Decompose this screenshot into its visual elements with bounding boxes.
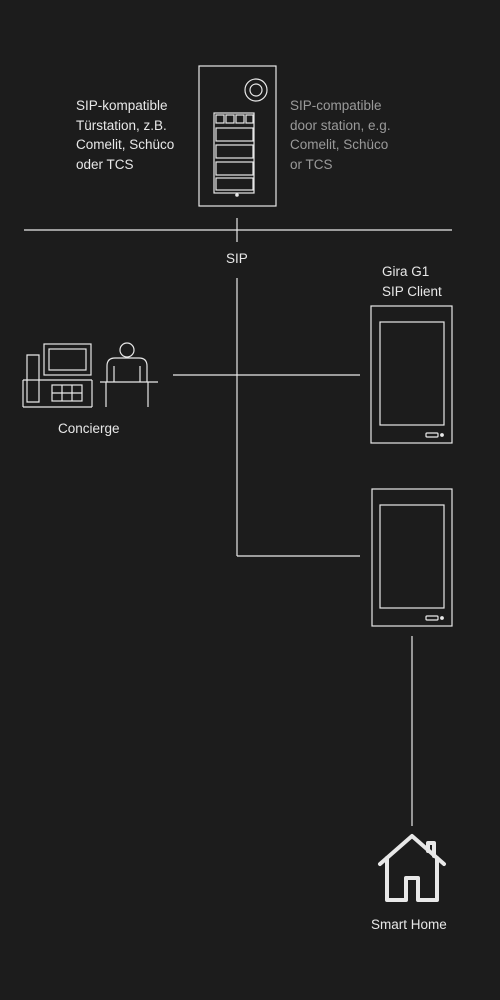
sip-label: SIP [226,249,248,269]
door-station-label-en-line: or TCS [290,156,333,172]
door-station-label-en-line: Comelit, Schüco [290,137,389,152]
concierge-label-text: Concierge [58,421,120,436]
door-station-label-en-line: door station, e.g. [290,117,391,133]
gira-g1-label-line: Gira G1 [382,264,430,279]
door-station-label-en-line: SIP-compatible [290,98,382,113]
gira-g1-panel-lower-icon [371,488,453,627]
house-icon [378,834,446,902]
sip-label-text: SIP [226,251,248,266]
door-station-label-de-line: Comelit, Schüco [76,137,175,152]
door-station-icon [198,65,277,207]
door-station-label-en: SIP-compatible door station, e.g. Comeli… [290,96,391,174]
connection-lines [24,218,452,826]
concierge-label: Concierge [58,419,120,439]
door-station-label-de-line: Türstation, z.B. [76,117,167,133]
gira-g1-panel-icon [370,305,453,444]
concierge-desk-icon [22,342,158,408]
gira-g1-label: Gira G1 SIP Client [382,262,442,301]
door-station-label-de: SIP-kompatible Türstation, z.B. Comelit,… [76,96,174,174]
gira-g1-label-line: SIP Client [382,283,442,299]
smart-home-label: Smart Home [371,915,447,935]
door-station-label-de-line: SIP-kompatible [76,98,168,113]
door-station-label-de-line: oder TCS [76,156,134,172]
smart-home-label-text: Smart Home [371,917,447,932]
